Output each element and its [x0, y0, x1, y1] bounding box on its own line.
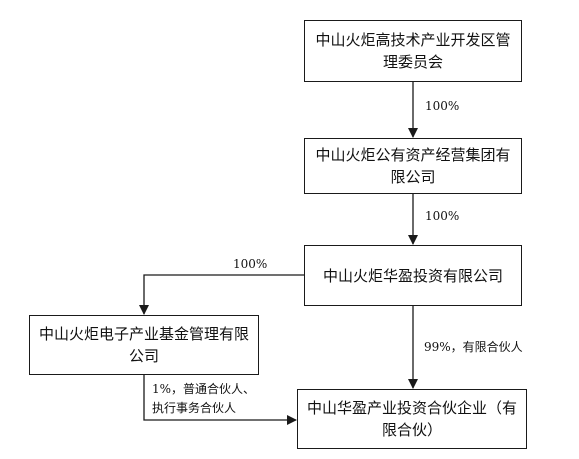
node-huaying-investment: 中山火炬华盈投资有限公司	[304, 245, 522, 306]
node-asset-group-label: 中山火炬公有资产经营集团有限公司	[315, 146, 511, 186]
node-electronics-fund-mgmt: 中山火炬电子产业基金管理有限公司	[29, 315, 259, 375]
edge-label-investment-to-fund-mgmt: 100%	[233, 257, 268, 271]
edge-label-investment-to-partnership: 99%，有限合伙人	[424, 340, 523, 354]
edge-fund-mgmt-to-partnership	[143, 375, 297, 425]
edge-investment-to-fund-mgmt	[139, 274, 304, 315]
edge-label-committee-to-group: 100%	[425, 99, 460, 113]
node-zone-committee-label: 中山火炬高技术产业开发区管理委员会	[315, 31, 511, 71]
node-huaying-investment-label: 中山火炬华盈投资有限公司	[322, 266, 503, 285]
node-zone-committee: 中山火炬高技术产业开发区管理委员会	[304, 20, 522, 82]
node-huaying-partnership: 中山华盈产业投资合伙企业（有限合伙）	[297, 389, 527, 449]
edge-label-fund-mgmt-to-partnership-line1: 1%，普通合伙人、	[152, 382, 256, 396]
node-asset-group: 中山火炬公有资产经营集团有限公司	[304, 138, 522, 194]
node-huaying-partnership-label: 中山华盈产业投资合伙企业（有限合伙）	[306, 399, 517, 439]
edge-label-group-to-investment: 100%	[425, 209, 460, 223]
edge-label-fund-mgmt-to-partnership-line2: 执行事务合伙人	[152, 401, 237, 415]
node-electronics-fund-mgmt-label: 中山火炬电子产业基金管理有限公司	[38, 325, 249, 365]
